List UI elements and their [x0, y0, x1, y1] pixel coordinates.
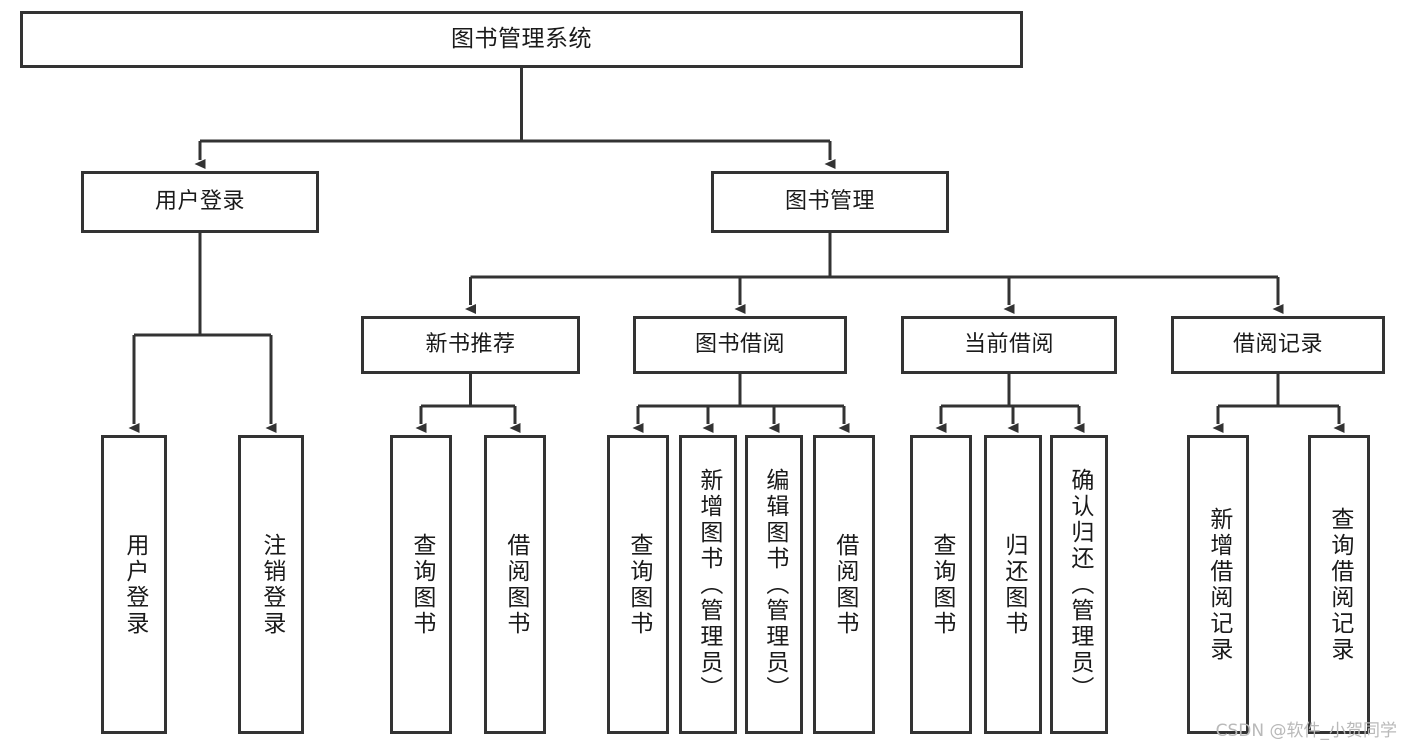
- leaf-box[interactable]: 注销登录: [238, 435, 304, 734]
- level2-label: 图书借阅: [694, 332, 785, 358]
- leaf-box[interactable]: 归还图书: [984, 435, 1042, 734]
- level2-label: 借阅记录: [1232, 332, 1323, 358]
- leaf-box[interactable]: 查询借阅记录: [1308, 435, 1370, 734]
- leaf-box[interactable]: 借阅图书: [813, 435, 875, 734]
- leaf-box[interactable]: 查询图书: [390, 435, 452, 734]
- level2-box[interactable]: 当前借阅: [901, 316, 1117, 374]
- root-label: 图书管理系统: [451, 26, 592, 53]
- level1-label: 图书管理: [784, 189, 875, 215]
- leaf-label: 借阅图书: [831, 532, 858, 637]
- leaf-label: 查询图书: [625, 532, 652, 637]
- leaf-box[interactable]: 编辑图书（管理员）: [745, 435, 803, 734]
- level2-label: 新书推荐: [425, 332, 516, 358]
- level1-box[interactable]: 用户登录: [81, 171, 319, 233]
- level2-box[interactable]: 图书借阅: [633, 316, 847, 374]
- level2-label: 当前借阅: [963, 332, 1054, 358]
- leaf-box[interactable]: 借阅图书: [484, 435, 546, 734]
- leaf-label: 编辑图书（管理员）: [761, 467, 788, 702]
- leaf-label: 新增图书（管理员）: [695, 467, 722, 702]
- leaf-box[interactable]: 用户登录: [101, 435, 167, 734]
- leaf-box[interactable]: 新增图书（管理员）: [679, 435, 737, 734]
- level2-box[interactable]: 借阅记录: [1171, 316, 1385, 374]
- level1-box[interactable]: 图书管理: [711, 171, 949, 233]
- leaf-box[interactable]: 查询图书: [607, 435, 669, 734]
- leaf-label: 注销登录: [258, 532, 285, 637]
- leaf-label: 查询图书: [408, 532, 435, 637]
- leaf-label: 借阅图书: [502, 532, 529, 637]
- csdn-watermark: CSDN @软件_小贺同学: [1215, 721, 1397, 741]
- leaf-label: 查询借阅记录: [1326, 506, 1353, 663]
- leaf-label: 确认归还（管理员）: [1066, 467, 1093, 702]
- leaf-box[interactable]: 确认归还（管理员）: [1050, 435, 1108, 734]
- leaf-box[interactable]: 查询图书: [910, 435, 972, 734]
- level1-label: 用户登录: [154, 189, 245, 215]
- leaf-label: 新增借阅记录: [1205, 506, 1232, 663]
- leaf-label: 归还图书: [1000, 532, 1027, 637]
- leaf-label: 用户登录: [121, 532, 148, 637]
- leaf-box[interactable]: 新增借阅记录: [1187, 435, 1249, 734]
- root-box[interactable]: 图书管理系统: [20, 11, 1023, 68]
- level2-box[interactable]: 新书推荐: [361, 316, 580, 374]
- leaf-label: 查询图书: [928, 532, 955, 637]
